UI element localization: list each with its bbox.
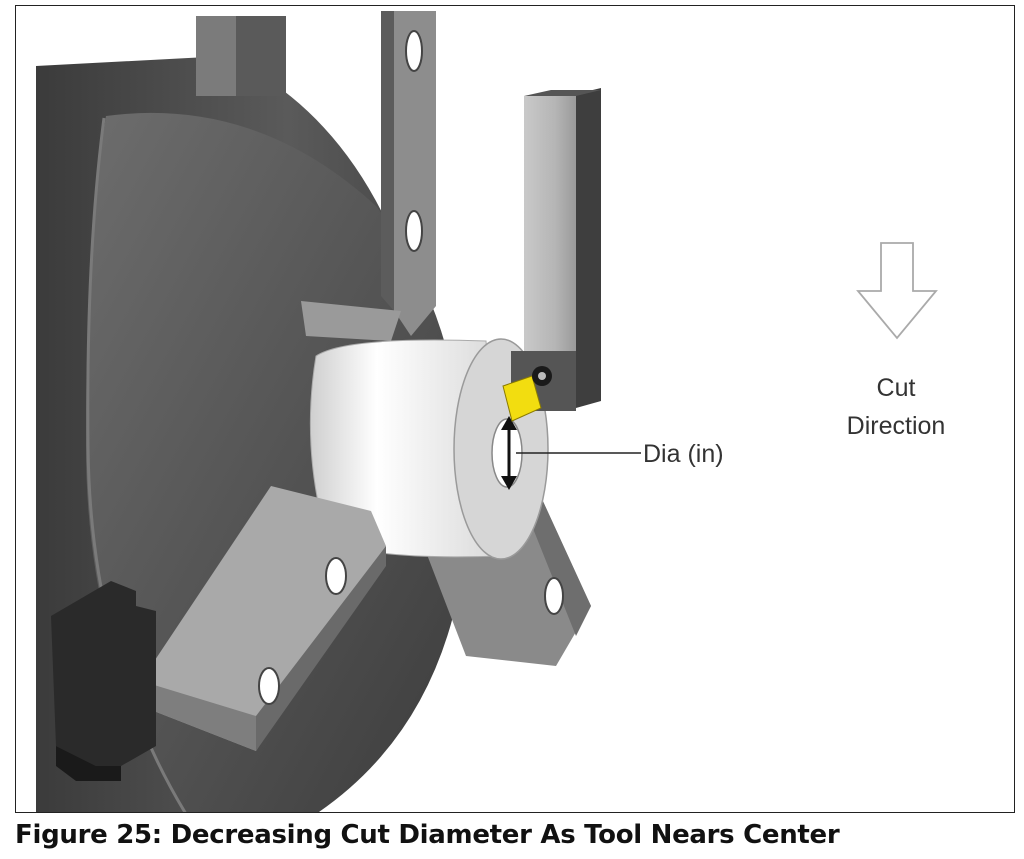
figure-caption: Figure 25: Decreasing Cut Diameter As To… <box>15 820 840 850</box>
upright-bar <box>391 11 436 336</box>
figure-frame: Cut Direction Dia (in) <box>15 5 1015 813</box>
cut-direction-label-line1: Cut <box>876 374 916 402</box>
lathe-illustration <box>36 11 938 812</box>
front-jaw-hole-lower <box>258 667 280 705</box>
bar-hole-middle <box>405 210 423 252</box>
cut-direction-label-line2: Direction <box>846 412 946 440</box>
tool-holder <box>524 96 576 406</box>
right-jaw-hole <box>544 577 564 615</box>
jaw-shelf <box>301 301 401 341</box>
carbide-insert <box>502 375 542 422</box>
bar-hole-top <box>405 30 423 72</box>
workpiece-body <box>309 339 502 558</box>
front-jaw <box>141 486 386 751</box>
front-jaw-hole-upper <box>325 557 347 595</box>
cut-direction-arrow <box>856 242 938 340</box>
diameter-label: Dia (in) <box>643 440 724 468</box>
jaw-step-block <box>51 581 156 766</box>
